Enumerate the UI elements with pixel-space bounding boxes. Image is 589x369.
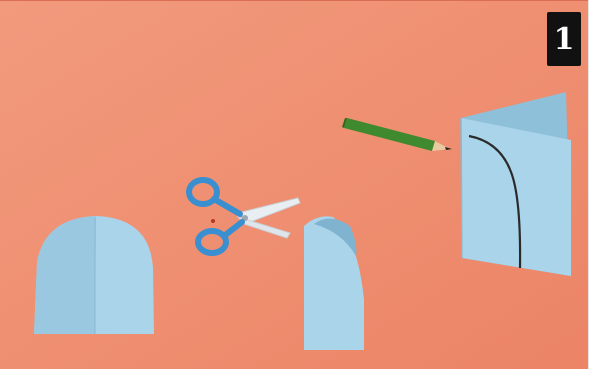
folded-paper-with-line bbox=[461, 92, 571, 276]
step-badge: 1 bbox=[547, 12, 581, 66]
step-number: 1 bbox=[554, 22, 575, 57]
red-dot bbox=[211, 219, 215, 223]
cut-paper-arch bbox=[34, 216, 154, 334]
folded-paper-fold bbox=[461, 118, 462, 258]
